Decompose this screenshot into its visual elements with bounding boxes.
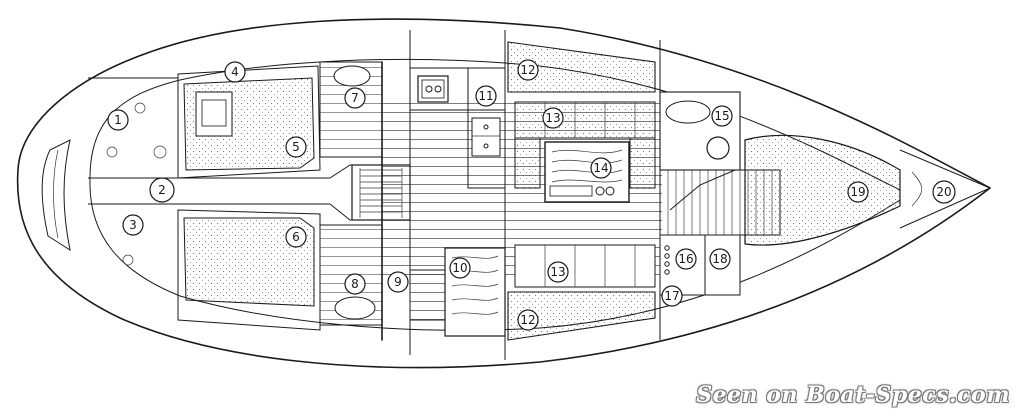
svg-text:10: 10: [452, 261, 467, 275]
callout-5: 5: [285, 136, 307, 158]
sink-stbd: [334, 296, 376, 320]
svg-text:12: 12: [520, 313, 535, 327]
galley-side: [467, 67, 506, 189]
callout-1: 1: [107, 109, 129, 131]
sink-port: [333, 65, 371, 87]
svg-text:7: 7: [351, 91, 359, 105]
svg-text:1: 1: [114, 113, 122, 127]
aft-cabin-stbd: [177, 209, 321, 331]
callout-17: 17: [661, 285, 683, 307]
svg-text:5: 5: [292, 140, 300, 154]
winch-icons: [106, 102, 167, 266]
aft-cabin-port: [177, 65, 321, 179]
callout-6: 6: [285, 226, 307, 248]
svg-text:6: 6: [292, 230, 300, 244]
aft-berth-stbd: [183, 217, 315, 307]
svg-text:9: 9: [394, 275, 402, 289]
bow-locker: [899, 149, 992, 229]
svg-text:19: 19: [850, 185, 865, 199]
svg-text:2: 2: [158, 183, 166, 197]
svg-text:17: 17: [664, 289, 679, 303]
callout-20: 20: [932, 180, 956, 204]
chart-seat: [195, 91, 233, 137]
callout-8: 8: [344, 273, 366, 295]
callout-14: 14: [590, 157, 612, 179]
callout-18: 18: [709, 248, 731, 270]
settee-stbd-lower: [507, 291, 656, 341]
svg-text:14: 14: [593, 161, 608, 175]
callout-7: 7: [344, 87, 366, 109]
hull-outline: [16, 18, 991, 369]
stern-seat: [41, 139, 71, 252]
callout-16: 16: [675, 248, 697, 270]
svg-text:8: 8: [351, 277, 359, 291]
callout-15: 15: [711, 105, 733, 127]
callout-11: 11: [475, 85, 497, 107]
wet-locker: [409, 269, 446, 321]
settee-port-upper: [507, 41, 656, 93]
callout-10: 10: [449, 257, 471, 279]
callout-2: 2: [149, 177, 175, 203]
svg-text:12: 12: [520, 63, 535, 77]
callout-19: 19: [847, 181, 869, 203]
svg-text:11: 11: [478, 89, 493, 103]
svg-text:18: 18: [712, 252, 727, 266]
callout-4: 4: [224, 61, 246, 83]
v-berth: [744, 134, 901, 246]
callout-12-upper: 12: [517, 59, 539, 81]
callout-12-lower: 12: [517, 309, 539, 331]
galley-sink: [471, 117, 501, 157]
boat-specs-watermark: Seen on Boat-Specs.com: [696, 382, 1010, 408]
callout-13-upper: 13: [542, 107, 564, 129]
dinette-lower: [514, 244, 656, 288]
svg-text:4: 4: [231, 65, 239, 79]
callout-9: 9: [387, 271, 409, 293]
callout-13-lower: 13: [547, 261, 569, 283]
callout-3: 3: [122, 214, 144, 236]
svg-text:20: 20: [936, 185, 951, 199]
forward-toilet: [706, 136, 730, 160]
dinette-upper: [514, 101, 656, 139]
svg-text:15: 15: [714, 109, 729, 123]
svg-text:13: 13: [550, 265, 565, 279]
svg-text:16: 16: [678, 252, 693, 266]
svg-text:13: 13: [545, 111, 560, 125]
svg-text:3: 3: [129, 218, 137, 232]
forward-sink: [665, 100, 711, 124]
